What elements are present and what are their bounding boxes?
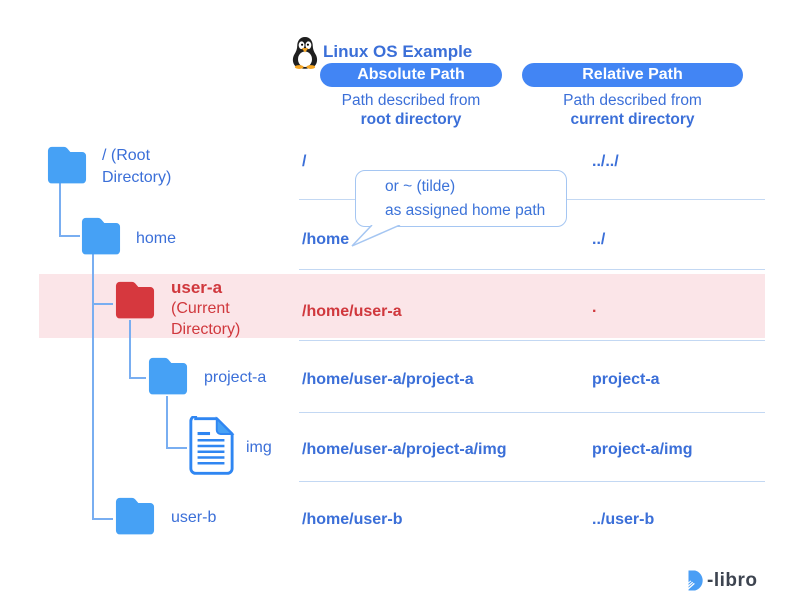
subtitle-line: Path described from [563, 92, 702, 109]
tree-connector [59, 235, 80, 237]
user-a-note-line2: Directory) [171, 321, 241, 338]
tree-connector [129, 377, 146, 379]
dlibro-logo: -libro [686, 569, 758, 592]
callout-line1: or ~ (tilde) [385, 178, 456, 195]
absolute-path-value: /home/user-b [302, 511, 403, 528]
callout-line2: as assigned home path [385, 202, 546, 219]
dlibro-logo-text: -libro [707, 569, 758, 591]
relative-path-value: ../../ [592, 153, 619, 170]
root-label-line2: Directory) [102, 169, 172, 186]
home-folder-icon [81, 217, 121, 255]
absolute-path-header: Absolute Path [320, 63, 502, 87]
relative-path-value: project-a [592, 371, 660, 388]
relative-path-value: ../user-b [592, 511, 655, 528]
relative-path-value-current: . [592, 299, 597, 316]
callout-tail [351, 225, 401, 247]
tree-connector [92, 254, 94, 520]
absolute-path-value: /home/user-a/project-a/img [302, 441, 507, 458]
row-separator [299, 340, 765, 341]
user-a-name: user-a [171, 278, 223, 297]
project-a-folder-label: project-a [204, 369, 267, 386]
absolute-path-subtitle: Path described from root directory [305, 91, 517, 129]
relative-path-value: project-a/img [592, 441, 693, 458]
tilde-callout: or ~ (tilde) as assigned home path [355, 170, 567, 227]
subtitle-line: Path described from [341, 92, 481, 109]
user-a-folder-icon [115, 281, 155, 319]
subtitle-bold-line: current directory [570, 111, 695, 128]
current-directory-highlight [39, 274, 765, 338]
row-separator [299, 269, 765, 270]
tree-connector [59, 183, 61, 237]
img-file-label: img [246, 439, 272, 456]
tree-connector [92, 303, 113, 305]
root-directory-label: / (Root Directory) [102, 145, 171, 189]
root-label-line1: / (Root [102, 147, 151, 164]
user-b-folder-icon [115, 497, 155, 535]
user-a-folder-label: user-a (Current Directory) [171, 277, 240, 340]
absolute-path-value: /home [302, 231, 350, 248]
user-a-note-line1: (Current [171, 300, 230, 317]
row-separator [299, 412, 765, 413]
absolute-path-value-current: /home/user-a [302, 303, 402, 320]
img-file-icon [189, 416, 235, 475]
project-a-folder-icon [148, 357, 188, 395]
tree-connector [166, 396, 168, 449]
tux-penguin-icon [292, 36, 318, 69]
home-folder-label: home [136, 230, 177, 247]
dlibro-logo-icon [686, 570, 703, 591]
tree-connector [92, 518, 113, 520]
example-title: Linux OS Example [323, 42, 473, 61]
absolute-path-value: / [302, 153, 307, 170]
relative-path-header: Relative Path [522, 63, 743, 87]
relative-path-value: ../ [592, 231, 606, 248]
subtitle-bold-line: root directory [360, 111, 462, 128]
tree-connector [129, 320, 131, 379]
row-separator [299, 481, 765, 482]
tree-connector [166, 447, 187, 449]
user-b-folder-label: user-b [171, 509, 217, 526]
root-folder-icon [47, 146, 87, 184]
absolute-path-value: /home/user-a/project-a [302, 371, 474, 388]
relative-path-subtitle: Path described from current directory [522, 91, 743, 129]
